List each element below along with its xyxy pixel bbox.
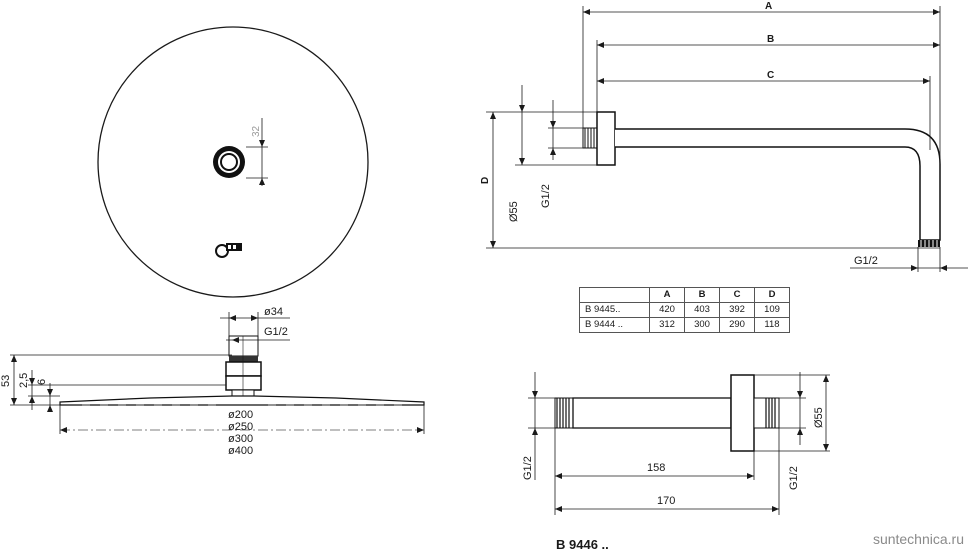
straight-arm-view: G1/2 G1/2 Ø55 158 170 B 9446 ..: [522, 372, 830, 551]
dim-g12-side-label: G1/2: [264, 326, 288, 338]
table-cell: 290: [719, 317, 755, 333]
dim-6-label: 6: [36, 379, 48, 385]
straight-arm-model-label: B 9446 ..: [556, 537, 609, 551]
table-row: B 9445.. 420 403 392 109: [579, 302, 790, 318]
dim-g12-arm-left-label: G1/2: [540, 184, 552, 208]
table-header-d: D: [754, 287, 790, 303]
straight-flange: [730, 374, 755, 452]
table-cell-model: B 9444 ..: [579, 317, 650, 333]
dim-dia-300: ø300: [228, 433, 253, 445]
dim-dia-200: ø200: [228, 409, 253, 421]
dim-c-label: C: [767, 70, 774, 81]
shower-head-top-view: 32: [97, 26, 369, 298]
dim-a-label: A: [765, 1, 772, 12]
table-cell: 109: [754, 302, 790, 318]
dim-55-arm-label: Ø55: [508, 201, 520, 222]
arm-tube: [615, 128, 941, 241]
straight-tube: [572, 397, 732, 429]
table-cell: 300: [684, 317, 720, 333]
dimensions-table: A B C D B 9445.. 420 403 392 109 B 9444 …: [579, 287, 790, 333]
shower-plate-profile: [59, 395, 425, 406]
table-header-row: A B C D: [579, 287, 790, 303]
dim-170-label: 170: [657, 495, 675, 507]
dim-g12-straight-left: G1/2: [522, 456, 534, 480]
table-header-a: A: [649, 287, 685, 303]
table-cell: 420: [649, 302, 685, 318]
dim-g12-straight-right: G1/2: [788, 466, 800, 490]
dim-g12-arm-bottom-label: G1/2: [854, 255, 878, 267]
table-cell: 118: [754, 317, 790, 333]
dim-b-label: B: [767, 34, 774, 45]
table-header-blank: [579, 287, 650, 303]
connector-core: [220, 153, 238, 171]
dim-dia-400: ø400: [228, 445, 253, 457]
shower-plate-outline: [97, 26, 369, 298]
arm-flange: [596, 111, 616, 166]
dim-34-label: ø34: [264, 306, 283, 318]
brand-logo: [215, 243, 242, 258]
table-cell: 403: [684, 302, 720, 318]
dim-53-label: 53: [0, 375, 12, 387]
dim-dia-250: ø250: [228, 421, 253, 433]
dim-32-label: 32: [251, 125, 262, 137]
table-cell: 312: [649, 317, 685, 333]
dim-55-straight: Ø55: [813, 407, 825, 428]
dim-d-label: D: [480, 177, 491, 184]
table-header-b: B: [684, 287, 720, 303]
table-cell: 392: [719, 302, 755, 318]
dim-25-label: 2,5: [18, 373, 30, 388]
wall-arm-view: A B C D Ø55 G1/2 G1/2: [480, 1, 968, 272]
table-row: B 9444 .. 312 300 290 118: [579, 317, 790, 333]
site-watermark: suntechnica.ru: [872, 531, 964, 547]
dim-158-label: 158: [647, 462, 665, 474]
table-header-c: C: [719, 287, 755, 303]
table-cell-model: B 9445..: [579, 302, 650, 318]
shower-head-side-view: ø34 G1/2 53 2,5 6 ø200 ø250 ø300 ø400: [0, 306, 425, 457]
